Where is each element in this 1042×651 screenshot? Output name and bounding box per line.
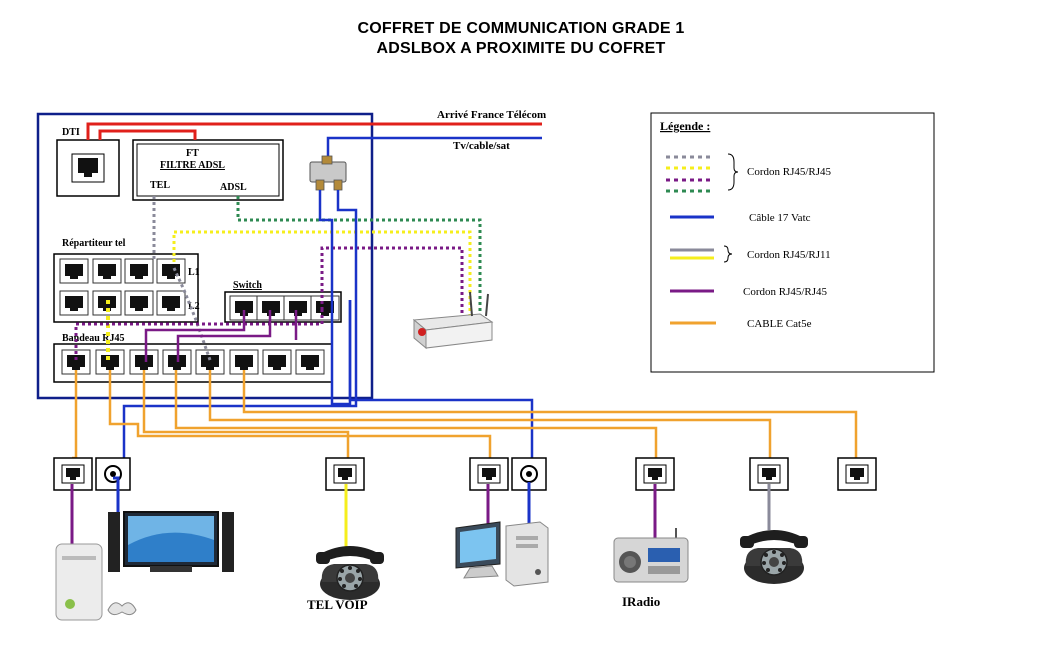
line-2-label: L2 — [188, 301, 200, 312]
diagram-title-line-2: ADSLBOX A PROXIMITE DU COFRET — [376, 40, 666, 57]
switch-label: Switch — [233, 280, 262, 291]
cat5e-cable-2 — [108, 370, 492, 458]
grey-rj45-cord-repartiteur — [172, 267, 212, 361]
wall-outlet-coax-1 — [95, 457, 131, 491]
line-1-label: L1 — [188, 267, 200, 278]
tel-voip-label: TEL VOIP — [307, 597, 368, 612]
purple-rj45-cord-bandeau — [74, 310, 324, 360]
filter-ft-label: FT — [186, 148, 199, 159]
diagram-title-line-1: COFFRET DE COMMUNICATION GRADE 1 — [357, 20, 685, 37]
france-telecom-line — [86, 122, 542, 140]
yellow-rj45-cord-modem — [172, 230, 472, 315]
france-telecom-label: Arrivé France Télécom — [437, 109, 546, 121]
legend-brace-1 — [727, 153, 739, 191]
voip-phone-icon — [315, 545, 385, 601]
cat5e-cable-6 — [242, 370, 858, 458]
iradio-label: IRadio — [622, 594, 660, 609]
wall-outlet-rj45-spare — [837, 457, 877, 491]
filter-adsl-name-label: FILTRE ADSL — [160, 160, 225, 171]
green-rj45-cord-modem — [236, 196, 482, 315]
purple-rj45-cord-modem — [320, 246, 464, 315]
legend-label-2: Câble 17 Vatc — [749, 212, 811, 224]
tv-cable-sat-label: Tv/cable/sat — [453, 140, 510, 152]
cat5e-cable-4 — [174, 370, 658, 458]
cat5e-cable-1 — [72, 370, 78, 460]
dti-label: DTI — [62, 127, 80, 138]
cord-tv — [113, 476, 120, 520]
legend-box — [650, 112, 935, 373]
cat5e-cable-5 — [208, 370, 772, 458]
coax-cable-living-room — [122, 190, 358, 484]
communication-cabinet — [36, 112, 374, 400]
legend-title: Légende : — [660, 119, 710, 133]
adsl-modem — [412, 291, 494, 350]
analog-phone-icon — [739, 529, 809, 585]
legend-label-5: CABLE Cat5e — [747, 318, 812, 330]
coax-splitter — [309, 155, 347, 191]
repartiteur-label: Répartiteur tel — [62, 238, 126, 249]
television-icon — [108, 511, 234, 572]
bandeau-label: Bandeau RJ45 — [62, 333, 125, 344]
tv-cable-sat-line — [326, 136, 542, 165]
adsl-filter-box — [132, 139, 284, 201]
legend-label-4: Cordon RJ45/RJ45 — [743, 286, 828, 298]
internet-radio-icon — [613, 528, 689, 583]
filter-adsl-port-label: ADSL — [220, 182, 247, 193]
coax-cable-office — [348, 300, 534, 484]
dti-to-filter-line — [98, 129, 197, 140]
purple-cord-switch-2 — [176, 310, 272, 362]
legend-brace-2 — [723, 245, 733, 263]
legend-label-3: Cordon RJ45/RJ11 — [747, 249, 831, 261]
desktop-computer-icon — [455, 521, 549, 587]
game-console-icon — [55, 543, 137, 621]
filter-tel-port-label: TEL — [150, 180, 170, 191]
purple-cord-switch-1 — [144, 310, 246, 362]
legend-label-1: Cordon RJ45/RJ45 — [747, 166, 832, 178]
cat5e-cable-3 — [142, 370, 350, 458]
